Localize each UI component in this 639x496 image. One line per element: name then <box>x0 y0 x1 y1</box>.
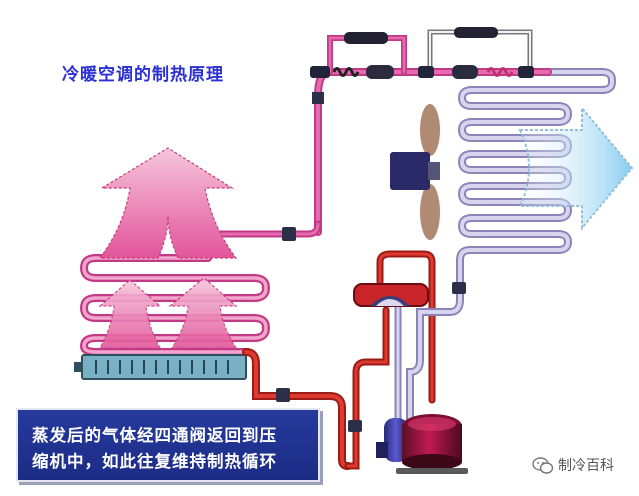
diagram-title: 冷暖空调的制热原理 <box>62 65 224 85</box>
wechat-icon <box>532 457 554 474</box>
warm-air-arrows <box>98 147 238 349</box>
warm-air-arrow-left <box>98 279 162 349</box>
filters <box>310 27 534 104</box>
cool-air-arrow <box>518 105 634 231</box>
watermark-text: 制冷百科 <box>558 458 614 474</box>
return-pipes <box>242 250 436 470</box>
indoor-coil <box>79 254 271 356</box>
compressor <box>376 414 468 474</box>
indoor-grille <box>74 354 247 380</box>
caption-box: 蒸发后的气体经四通阀返回到压 缩机中，如此往复维持制热循环 <box>16 408 320 482</box>
fan-icon <box>390 104 440 240</box>
caption-line-1: 蒸发后的气体经四通阀返回到压 <box>32 426 277 445</box>
outdoor-return-pipe <box>394 282 466 444</box>
outdoor-coil-inner <box>458 70 614 292</box>
caption-line-2: 缩机中，如此往复维持制热循环 <box>32 452 277 471</box>
four-way-valve <box>353 283 429 307</box>
warm-air-arrow-main <box>98 147 238 259</box>
warm-air-arrow-right <box>168 277 238 349</box>
